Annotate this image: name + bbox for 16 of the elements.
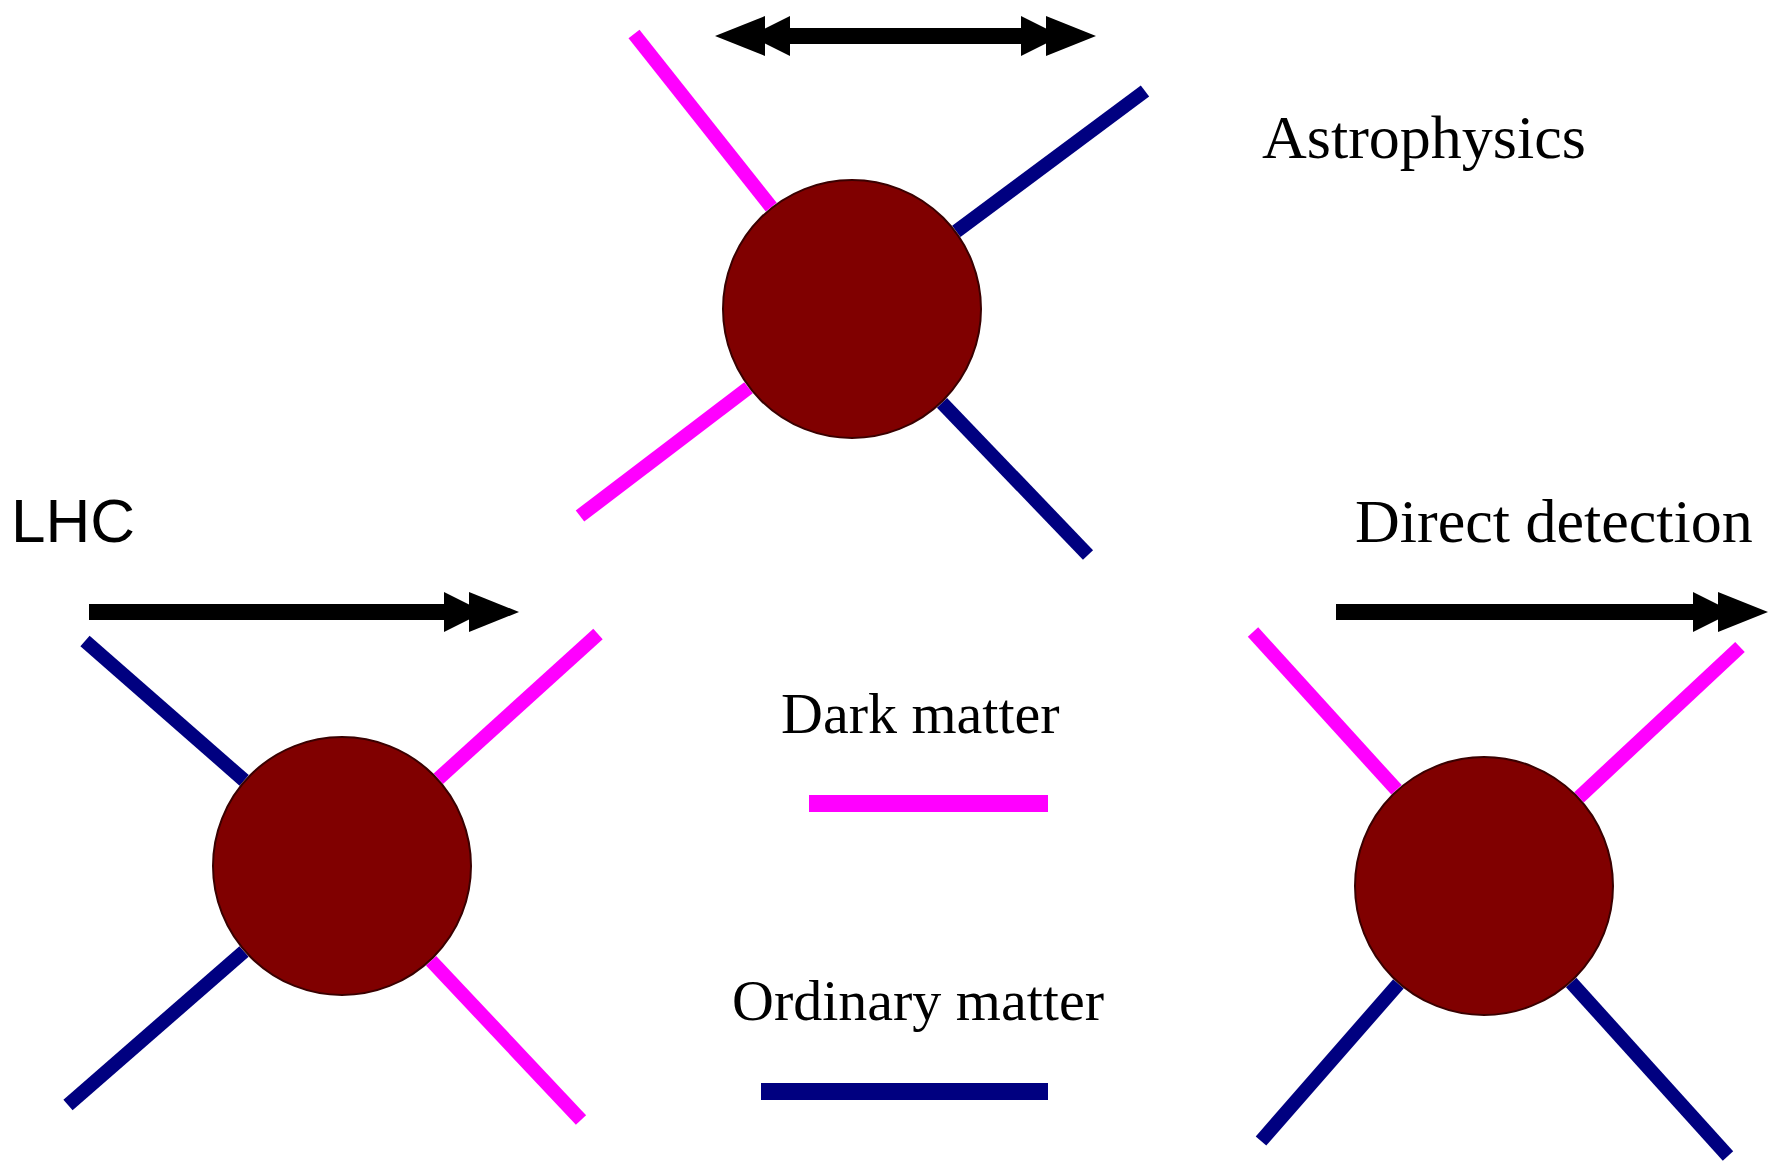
legend-label: Dark matter bbox=[781, 685, 1060, 743]
experiment-label: Direct detection bbox=[1355, 490, 1753, 552]
experiment-label: LHC bbox=[11, 490, 136, 552]
particle-line bbox=[80, 635, 249, 786]
particle-line bbox=[575, 382, 753, 522]
particle-line bbox=[1565, 977, 1734, 1161]
particle-line bbox=[952, 85, 1150, 237]
particle-line bbox=[433, 628, 603, 784]
particle-line bbox=[1574, 641, 1745, 803]
particle-line bbox=[936, 397, 1094, 560]
particle-line bbox=[1247, 627, 1402, 795]
particle-line bbox=[1255, 979, 1404, 1146]
particle-line bbox=[63, 946, 249, 1111]
legend-label: Ordinary matter bbox=[732, 972, 1104, 1030]
particle-line bbox=[628, 29, 777, 212]
particle-line bbox=[426, 955, 587, 1125]
